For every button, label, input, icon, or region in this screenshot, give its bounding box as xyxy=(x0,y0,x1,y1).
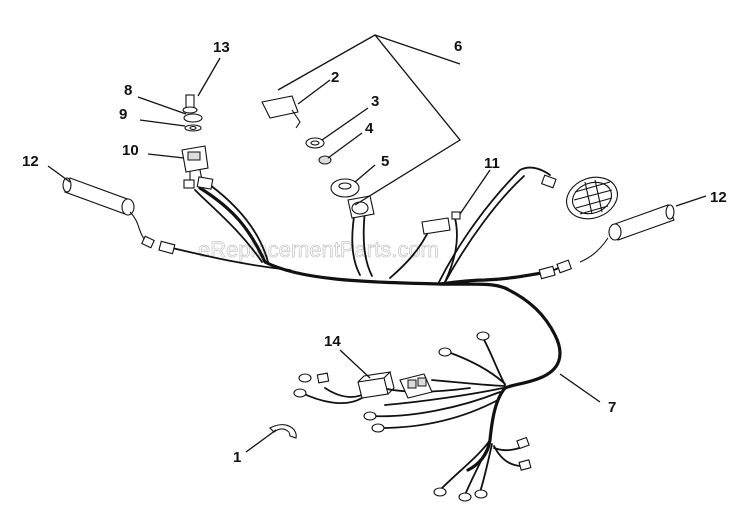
callout-8: 8 xyxy=(124,82,132,99)
lower-connectors xyxy=(293,331,532,502)
callout-12-right: 12 xyxy=(710,189,727,206)
callout-13: 13 xyxy=(213,39,230,56)
callout-14: 14 xyxy=(324,333,341,350)
ignition-kit xyxy=(261,95,375,219)
callout-9: 9 xyxy=(119,106,127,123)
headlight-assembly xyxy=(540,174,618,220)
right-lamp-wire xyxy=(579,237,609,263)
main-harness xyxy=(171,166,562,496)
callout-12-left: 12 xyxy=(22,153,39,170)
callout-5: 5 xyxy=(381,153,389,170)
part-11-connector xyxy=(421,211,461,235)
part-14-relay xyxy=(357,371,395,399)
callout-1: 1 xyxy=(233,449,241,466)
callout-7: 7 xyxy=(608,399,616,416)
part-12-left-lamp xyxy=(62,177,176,255)
switch-stack xyxy=(181,94,214,190)
callout-3: 3 xyxy=(371,93,379,110)
part-1-clip xyxy=(269,424,297,439)
callout-10: 10 xyxy=(122,142,139,159)
callout-2: 2 xyxy=(331,69,339,86)
callout-4: 4 xyxy=(365,120,374,137)
callout-labels: 13 8 9 10 12 2 3 4 5 6 11 12 14 7 1 xyxy=(22,38,727,466)
callout-11: 11 xyxy=(484,155,500,172)
leader-lines xyxy=(47,34,707,453)
watermark-text: eReplacementParts.com xyxy=(198,237,439,262)
callout-6: 6 xyxy=(454,38,462,55)
part-12-right-lamp xyxy=(538,204,675,280)
